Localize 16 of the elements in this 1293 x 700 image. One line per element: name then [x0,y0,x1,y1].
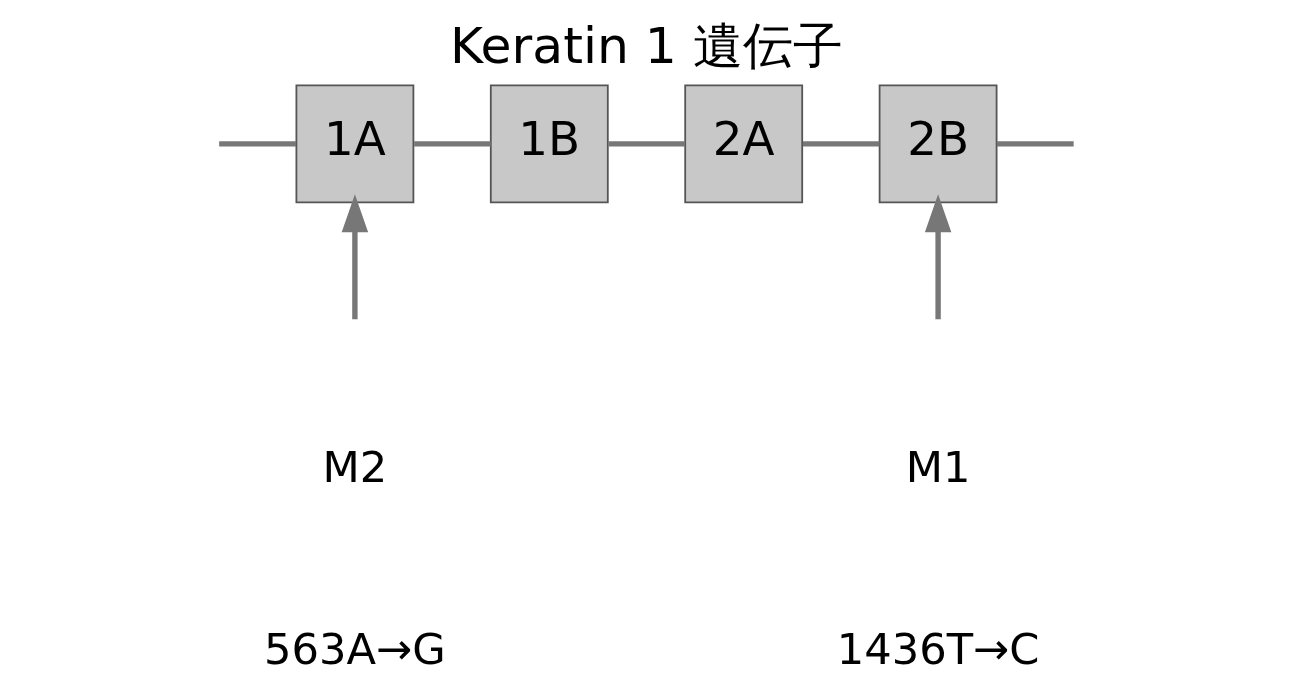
arrow [341,194,369,320]
node-box: 2B [878,84,998,204]
node-box: 1B [489,84,609,204]
label: M1 [905,441,971,492]
diagram-title: Keratin 1 遺伝子 [450,15,843,75]
arrow [924,194,952,320]
label: M2 [322,441,388,492]
node-box: 1A [295,84,415,204]
connector [608,141,686,147]
connector [802,141,880,147]
label: 1436T→C [836,623,1040,674]
connector [414,141,491,147]
connector [996,141,1074,147]
label: 563A→G [264,623,446,674]
node-box: 2A [684,84,804,204]
connector [219,141,297,147]
